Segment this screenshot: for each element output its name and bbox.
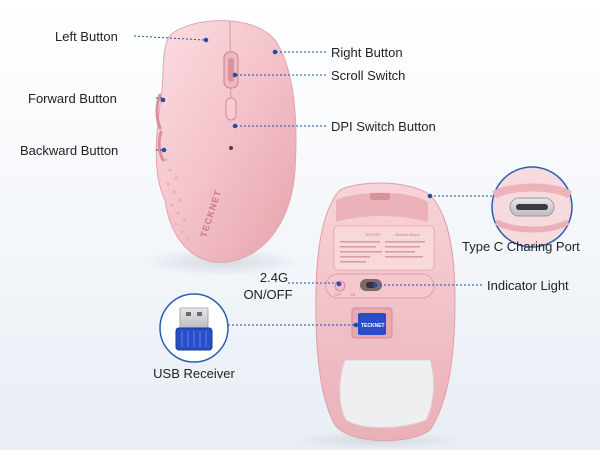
label-scroll-switch: Scroll Switch [331,68,406,83]
label-dpi-switch-button: DPI Switch Button [331,119,436,134]
stored-receiver [358,313,386,335]
side-grip-texture [164,158,190,240]
label-left-button: Left Button [55,29,118,44]
label-forward-button: Forward Button [28,91,117,106]
label-indicator-light: Indicator Light [487,278,569,293]
label-usb-receiver: USB Receiver [153,366,235,381]
top-callout-lines [133,35,326,153]
top-glide-pad [336,192,428,222]
type-c-port-closeup [491,166,573,248]
usb-receiver-closeup [159,293,229,363]
stored-receiver-brand: TECKNET [361,323,385,329]
sticker-brand: TECKNET [365,233,382,237]
backward-side-button[interactable] [157,130,165,162]
dpi-indicator-dot [229,146,233,150]
sticker-text-lines [340,241,425,263]
forward-side-button[interactable] [155,93,162,130]
top-mouse-body [155,20,297,263]
bottom-glide-pad [339,359,434,428]
label-24g-line2: ON/OFF [243,287,293,302]
bottom-callout-lines [212,193,494,328]
label-right-button: Right Button [331,45,403,60]
label-backward-button: Backward Button [20,143,119,158]
sticker-model: Wireless Mouse [395,233,420,237]
label-24g-line1: 2.4G [259,270,289,285]
label-type-c-port: Type C Charing Port [462,239,580,254]
switch-off-text: OFF [334,293,341,297]
dpi-button[interactable] [225,97,237,121]
switch-on-text: ON [350,293,356,297]
label-sticker [333,225,435,271]
scroll-wheel-tread [228,58,234,82]
type-c-port-slot [370,193,390,200]
